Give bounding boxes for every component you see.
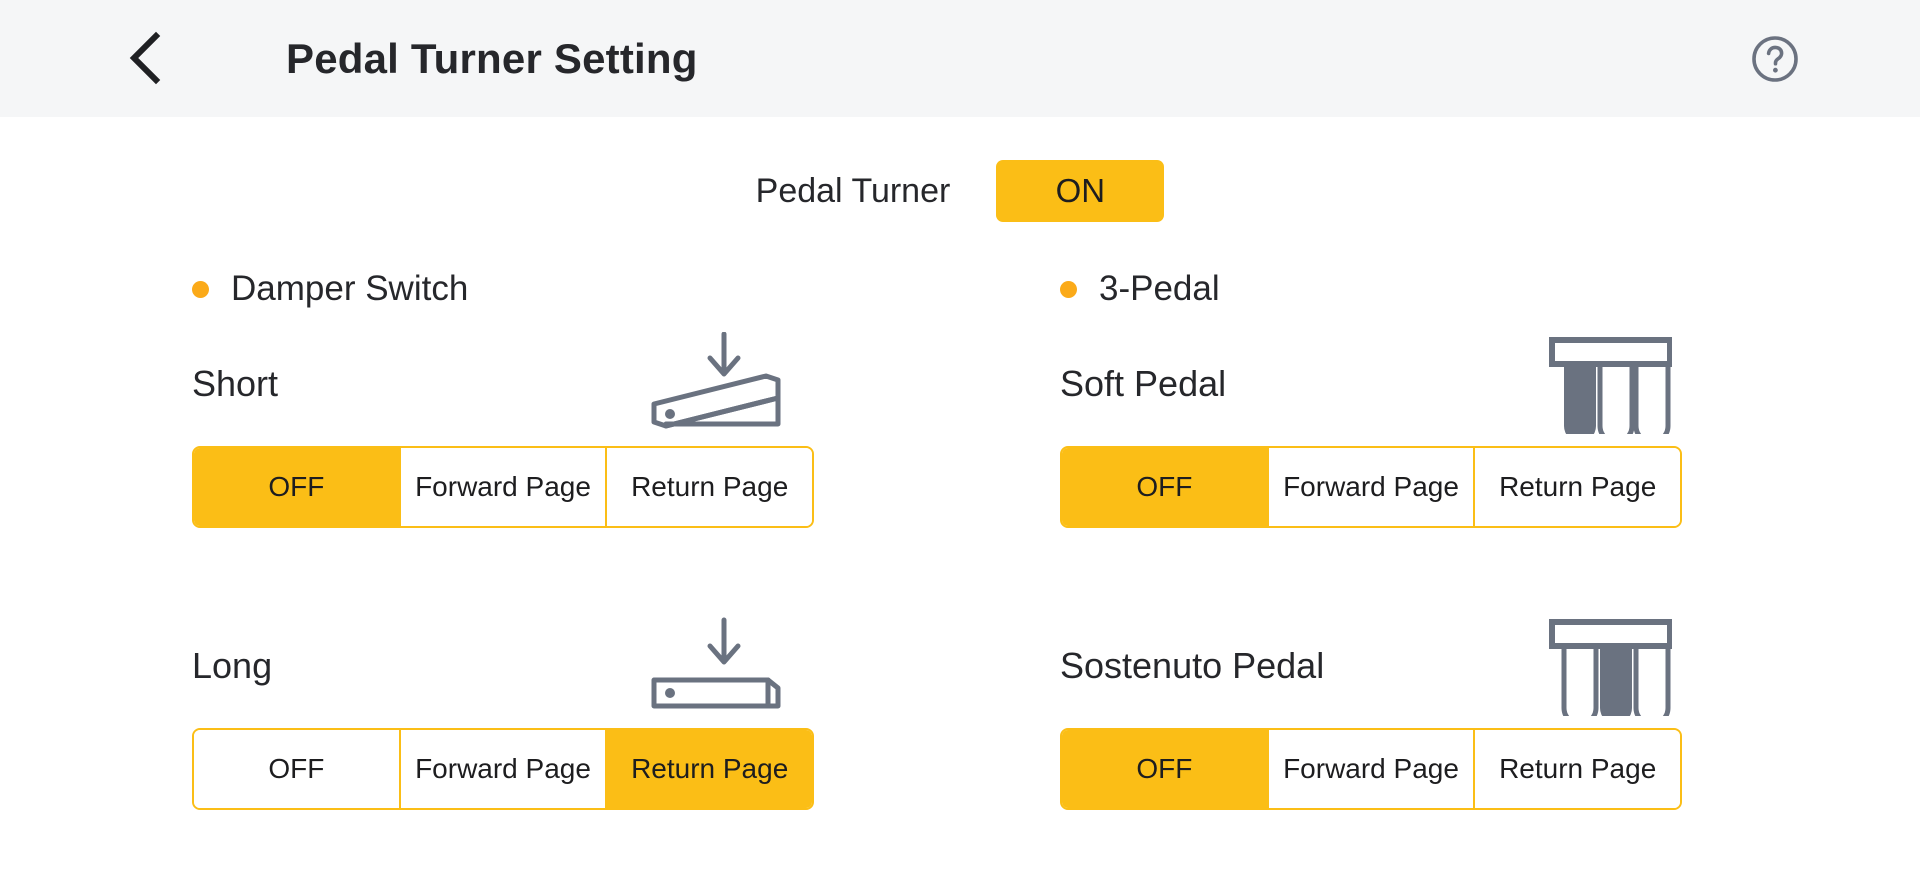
master-toggle-label: Pedal Turner	[755, 171, 951, 210]
section-3-pedal: 3-Pedal Soft Pedal OFF Forward Page Ret	[960, 268, 1920, 810]
master-toggle-row: Pedal Turner ON	[0, 160, 1920, 222]
pedal-block-soft-pedal: Soft Pedal OFF Forward Page Return Page	[1060, 334, 1920, 528]
segment-forward-page[interactable]: Forward Page	[1268, 448, 1476, 526]
segment-off[interactable]: OFF	[194, 730, 401, 808]
section-title: 3-Pedal	[1099, 269, 1220, 308]
settings-columns: Damper Switch Short	[0, 268, 1920, 810]
section-header-damper-switch: Damper Switch	[192, 268, 960, 310]
segmented-control-sostenuto-pedal[interactable]: OFF Forward Page Return Page	[1060, 728, 1682, 810]
bullet-icon	[192, 280, 209, 298]
pedal-half-pressed-icon	[644, 332, 804, 436]
section-header-3-pedal: 3-Pedal	[1060, 268, 1920, 310]
bullet-icon	[1060, 280, 1077, 298]
segment-return-page[interactable]: Return Page	[607, 448, 812, 526]
segment-off[interactable]: OFF	[194, 448, 401, 526]
segment-return-page[interactable]: Return Page	[607, 730, 812, 808]
pedal-block-short: Short OFF Forwar	[192, 332, 960, 528]
question-circle-icon	[1750, 34, 1800, 84]
segmented-control-soft-pedal[interactable]: OFF Forward Page Return Page	[1060, 446, 1682, 528]
help-button[interactable]	[1750, 34, 1800, 84]
segment-forward-page[interactable]: Forward Page	[1268, 730, 1476, 808]
segment-return-page[interactable]: Return Page	[1475, 448, 1680, 526]
pedal-row: Short	[192, 332, 832, 436]
segmented-control-long[interactable]: OFF Forward Page Return Page	[192, 728, 814, 810]
pedal-label: Soft Pedal	[1060, 363, 1227, 404]
chevron-left-icon	[124, 30, 168, 86]
pedal-fully-pressed-icon	[644, 614, 804, 718]
pedal-row: Soft Pedal	[1060, 334, 1700, 434]
back-button[interactable]	[118, 30, 174, 86]
pedal-block-long: Long OFF Forward Page R	[192, 616, 960, 810]
pedal-row: Sostenuto Pedal	[1060, 616, 1700, 716]
pedal-label: Sostenuto Pedal	[1060, 645, 1325, 686]
segment-off[interactable]: OFF	[1062, 730, 1269, 808]
segment-return-page[interactable]: Return Page	[1475, 730, 1680, 808]
segment-off[interactable]: OFF	[1062, 448, 1269, 526]
segmented-control-short[interactable]: OFF Forward Page Return Page	[192, 446, 814, 528]
app-header: Pedal Turner Setting	[0, 0, 1920, 117]
segment-forward-page[interactable]: Forward Page	[400, 730, 608, 808]
pedal-label: Short	[192, 363, 279, 404]
segment-forward-page[interactable]: Forward Page	[400, 448, 608, 526]
pedal-label: Long	[192, 645, 273, 686]
pedal-turner-toggle[interactable]: ON	[996, 160, 1165, 222]
section-damper-switch: Damper Switch Short	[0, 268, 960, 810]
page-title: Pedal Turner Setting	[286, 34, 698, 82]
pedal-row: Long	[192, 616, 832, 716]
three-pedal-center-highlighted-icon	[1542, 616, 1672, 716]
section-title: Damper Switch	[231, 269, 469, 308]
three-pedal-left-highlighted-icon	[1542, 334, 1672, 434]
pedal-block-sostenuto-pedal: Sostenuto Pedal OFF Forward Page Return …	[1060, 616, 1920, 810]
